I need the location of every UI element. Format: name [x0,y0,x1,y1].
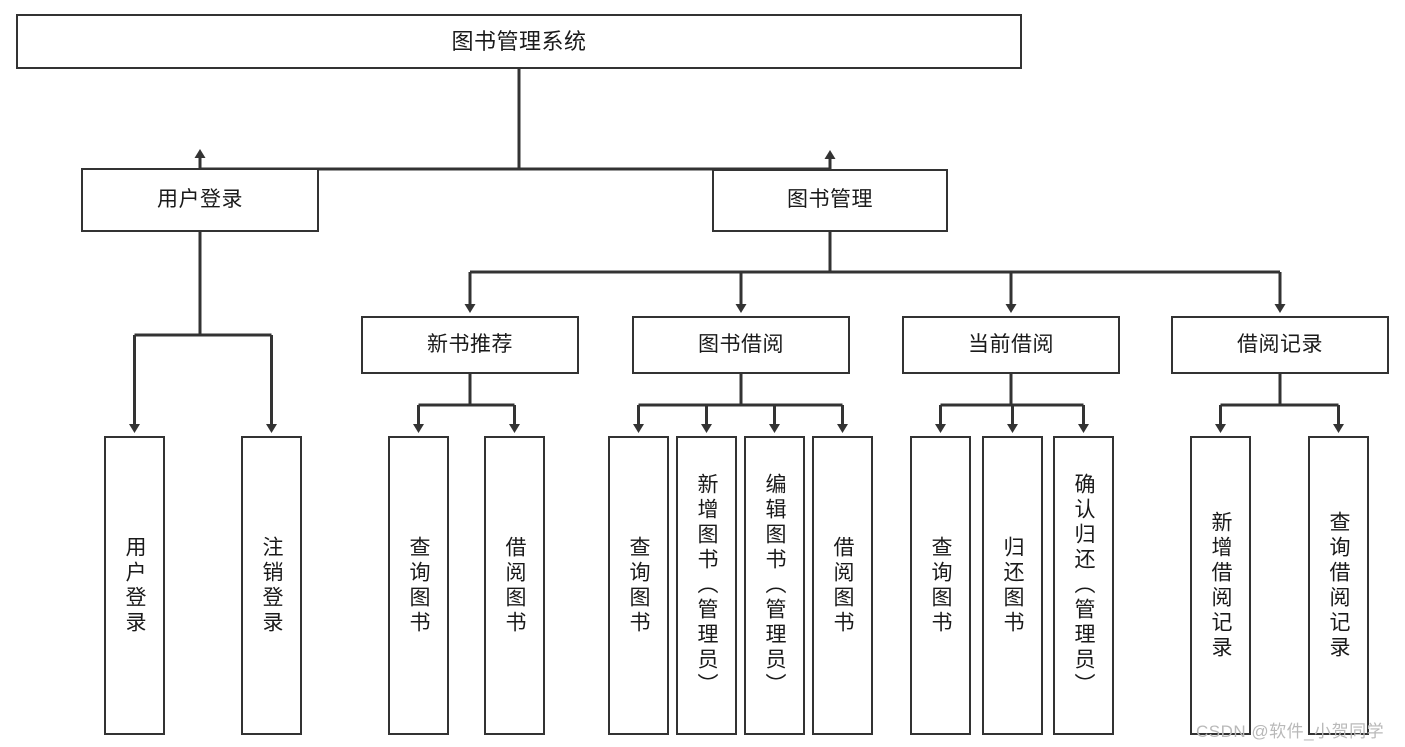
node-label: 新增借阅记录 [1209,510,1232,661]
node-leaf-query-book-current[interactable]: 查询图书 [910,436,971,735]
node-leaf-query-borrow-record[interactable]: 查询借阅记录 [1308,436,1369,735]
node-label: 新书推荐 [427,332,513,356]
node-leaf-user-logout[interactable]: 注销登录 [241,436,302,735]
node-label: 确认归还（管理员） [1072,473,1095,698]
node-book-borrow[interactable]: 图书借阅 [632,316,850,374]
node-borrow-record[interactable]: 借阅记录 [1171,316,1389,374]
node-label: 查询图书 [929,535,952,636]
node-leaf-add-borrow-record[interactable]: 新增借阅记录 [1190,436,1251,735]
node-book-management-module[interactable]: 图书管理 [712,169,948,232]
node-label: 用户登录 [157,187,243,211]
node-label: 图书管理系统 [451,28,587,54]
node-new-book-recommendation[interactable]: 新书推荐 [361,316,579,374]
node-user-login-module[interactable]: 用户登录 [81,168,319,232]
node-label: 当前借阅 [968,332,1054,356]
node-label: 注销登录 [260,535,283,636]
node-leaf-borrow-book[interactable]: 借阅图书 [812,436,873,735]
node-label: 借阅记录 [1237,332,1323,356]
node-label: 归还图书 [1001,535,1024,636]
node-leaf-edit-book-admin[interactable]: 编辑图书（管理员） [744,436,805,735]
node-label: 新增图书（管理员） [695,473,718,698]
node-label: 查询图书 [407,535,430,636]
node-leaf-return-book[interactable]: 归还图书 [982,436,1043,735]
watermark-text: CSDN @软件_小贺同学 [1196,722,1385,741]
node-leaf-query-book-borrow[interactable]: 查询图书 [608,436,669,735]
node-label: 借阅图书 [503,535,526,636]
node-root-book-management-system[interactable]: 图书管理系统 [16,14,1022,69]
node-leaf-query-book-recommendation[interactable]: 查询图书 [388,436,449,735]
node-leaf-user-login[interactable]: 用户登录 [104,436,165,735]
node-leaf-borrow-book-recommendation[interactable]: 借阅图书 [484,436,545,735]
node-label: 图书管理 [787,188,873,212]
node-label: 用户登录 [123,535,146,636]
node-leaf-confirm-return-admin[interactable]: 确认归还（管理员） [1053,436,1114,735]
node-label: 编辑图书（管理员） [763,473,786,698]
node-label: 图书借阅 [698,332,784,356]
node-label: 查询图书 [627,535,650,636]
node-label: 查询借阅记录 [1327,510,1350,661]
node-label: 借阅图书 [831,535,854,636]
node-current-borrow[interactable]: 当前借阅 [902,316,1120,374]
node-leaf-add-book-admin[interactable]: 新增图书（管理员） [676,436,737,735]
